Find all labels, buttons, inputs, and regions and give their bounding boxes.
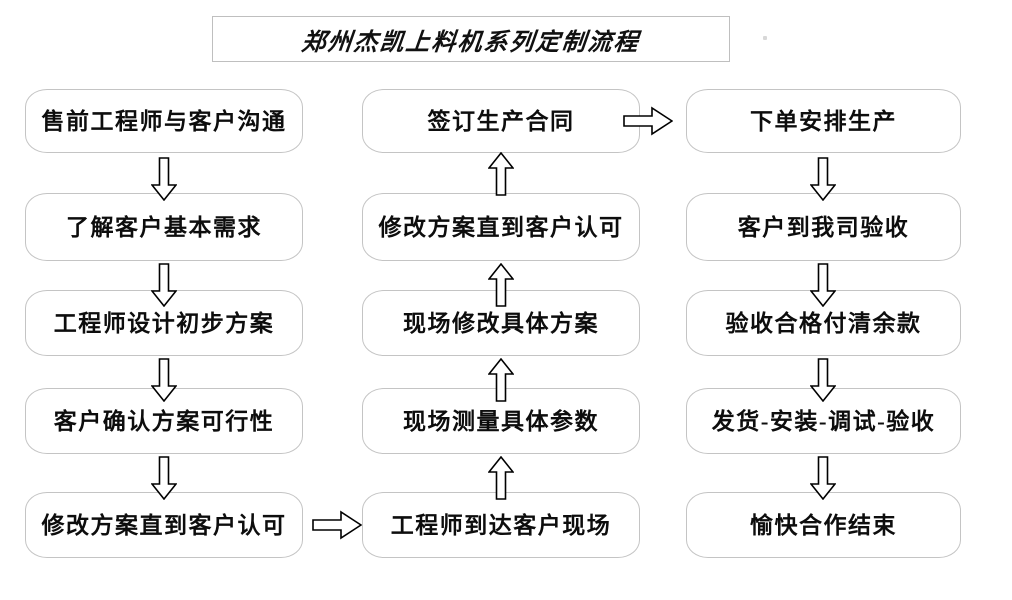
process-node-label: 现场测量具体参数 (403, 408, 599, 434)
process-node-label: 售前工程师与客户沟通 (41, 108, 287, 134)
process-node-m2: 修改方案直到客户认可 (362, 193, 640, 261)
process-node-label: 签订生产合同 (427, 108, 575, 134)
arrow-up-icon (488, 456, 514, 500)
arrow-up-icon (488, 152, 514, 196)
process-node-r2: 客户到我司验收 (686, 193, 961, 261)
arrow-down-icon (810, 263, 836, 307)
process-node-l5: 修改方案直到客户认可 (25, 492, 303, 558)
process-node-l4: 客户确认方案可行性 (25, 388, 303, 454)
process-node-label: 工程师到达客户现场 (390, 512, 612, 538)
process-node-label: 发货-安装-调试-验收 (711, 408, 936, 434)
arrow-down-icon (151, 358, 177, 402)
process-node-label: 愉快合作结束 (750, 512, 897, 538)
arrow-down-icon (810, 456, 836, 500)
arrow-up-icon (488, 358, 514, 402)
process-node-m5: 工程师到达客户现场 (362, 492, 640, 558)
process-node-l1: 售前工程师与客户沟通 (25, 89, 303, 153)
process-node-label: 现场修改具体方案 (403, 310, 599, 336)
arrow-down-icon (151, 157, 177, 201)
arrow-right-icon (312, 510, 362, 540)
image-artifact-speck (763, 36, 767, 40)
process-node-label: 工程师设计初步方案 (53, 310, 275, 336)
process-node-label: 客户到我司验收 (737, 214, 910, 240)
process-node-label: 下单安排生产 (750, 108, 897, 134)
arrow-up-icon (488, 263, 514, 307)
diagram-title-box: 郑州杰凯上料机系列定制流程 (212, 16, 730, 62)
process-node-label: 验收合格付清余款 (725, 310, 922, 336)
process-node-label: 客户确认方案可行性 (53, 408, 275, 434)
arrow-down-icon (810, 358, 836, 402)
process-node-label: 了解客户基本需求 (66, 214, 262, 240)
arrow-down-icon (151, 263, 177, 307)
arrow-down-icon (151, 456, 177, 500)
process-node-label: 修改方案直到客户认可 (378, 214, 624, 240)
process-node-m4: 现场测量具体参数 (362, 388, 640, 454)
page-title: 郑州杰凯上料机系列定制流程 (300, 29, 641, 56)
arrow-right-icon (623, 106, 673, 136)
process-node-r5: 愉快合作结束 (686, 492, 961, 558)
process-node-label: 修改方案直到客户认可 (41, 512, 287, 538)
process-node-m1: 签订生产合同 (362, 89, 640, 153)
process-node-l2: 了解客户基本需求 (25, 193, 303, 261)
process-node-r1: 下单安排生产 (686, 89, 961, 153)
arrow-down-icon (810, 157, 836, 201)
